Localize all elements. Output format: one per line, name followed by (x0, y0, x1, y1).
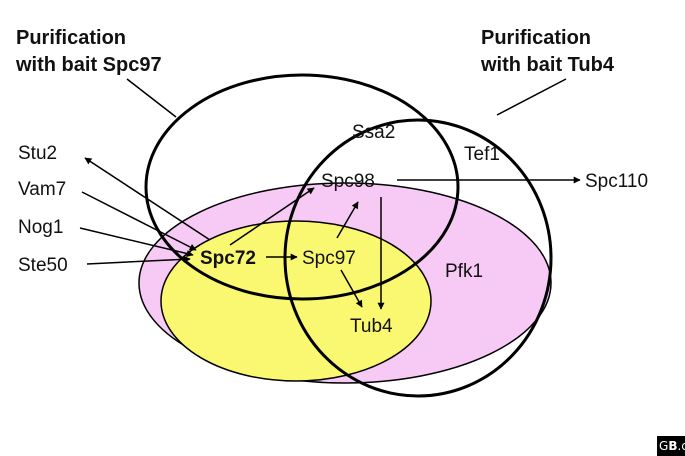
tub4-bait-title: Purification with bait Tub4 (480, 27, 615, 76)
tub4-title-leader (496, 78, 567, 116)
arrow-spc97-to-tub4 (340, 269, 363, 308)
label-ssa2: Ssa2 (352, 122, 395, 143)
logo-bold: B (668, 439, 678, 453)
publisher-logo: GB.c (657, 436, 685, 456)
yellow-set-ellipse (160, 220, 432, 382)
arrow-spc97-to-spc98 (336, 201, 359, 239)
arrow-vam7-to-spc72 (81, 191, 197, 251)
arrow-spc72-to-spc98 (229, 187, 315, 246)
label-ste50: Ste50 (18, 255, 68, 276)
spc97-bait-ellipse (144, 73, 460, 301)
label-spc97: Spc97 (302, 248, 356, 269)
label-stu2: Stu2 (18, 143, 57, 164)
arrow-nog1-to-spc72 (79, 227, 194, 257)
label-tef1: Tef1 (464, 144, 500, 165)
spc97-bait-title: Purification with bait Spc97 (15, 27, 162, 76)
tub4-bait-ellipse (283, 118, 553, 398)
logo-prefix: G (659, 439, 669, 453)
label-tub4: Tub4 (350, 316, 393, 337)
label-nog1: Nog1 (18, 217, 63, 238)
label-pfk1: Pfk1 (445, 261, 483, 282)
label-vam7: Vam7 (18, 179, 66, 200)
arrow-spc72-to-stu2 (84, 157, 211, 241)
arrow-ste50-to-spc72 (86, 255, 191, 265)
logo-suffix: .c (677, 439, 685, 453)
label-spc98: Spc98 (321, 171, 375, 192)
label-spc110: Spc110 (585, 171, 648, 192)
label-spc72: Spc72 (200, 248, 256, 269)
spc97-title-leader (126, 78, 177, 118)
